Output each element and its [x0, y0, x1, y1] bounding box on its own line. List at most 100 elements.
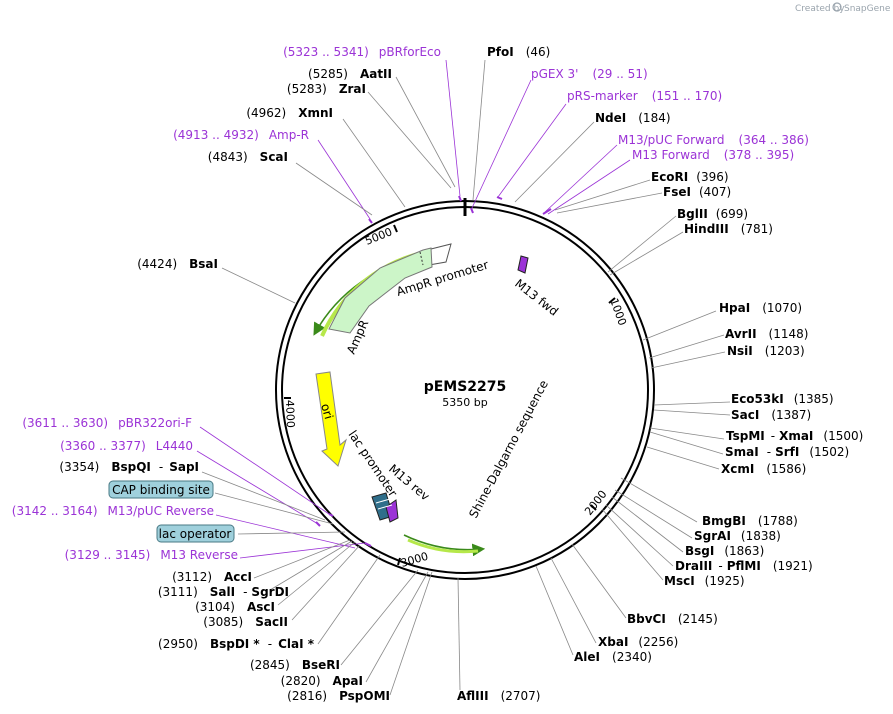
svg-text:BbvCI(2145): BbvCI(2145): [627, 612, 718, 626]
enzyme-AleI: AleI: [574, 650, 600, 664]
ampr-arrow: [328, 247, 433, 334]
primer-M13-Forward: M13 Forward: [632, 148, 710, 162]
svg-text:SmaI-SrfI(1502): SmaI-SrfI(1502): [725, 445, 849, 459]
enzyme-AatII: AatII: [360, 67, 392, 81]
enzyme-TspMI: TspMI: [726, 429, 765, 443]
enzyme-HindIII: HindIII: [684, 222, 729, 236]
svg-text:(5283)ZraI: (5283)ZraI: [287, 82, 366, 96]
enzyme-BsaI: BsaI: [189, 257, 218, 271]
primer-labels-left: (5323 .. 5341)pBRforEco (4913 .. 4932)Am…: [12, 45, 441, 562]
enzyme-DraIII: DraIII: [675, 559, 712, 573]
svg-text:(3111)SalI-SgrDI: (3111)SalI-SgrDI: [158, 585, 289, 599]
primer-pBR322ori-F: pBR322ori-F: [118, 416, 192, 430]
svg-text:FseI(407): FseI(407): [663, 185, 731, 199]
primer-pGEX3: pGEX 3': [531, 67, 578, 81]
primer-M13-Reverse: M13 Reverse: [160, 548, 238, 562]
enzyme-SacII: SacII: [255, 615, 288, 629]
svg-text:Eco53kI(1385): Eco53kI(1385): [731, 392, 834, 406]
svg-text:SacI(1387): SacI(1387): [731, 408, 811, 422]
enzyme-SalI: SalI: [210, 585, 235, 599]
primer-M13-pUC-Reverse: M13/pUC Reverse: [108, 504, 215, 518]
enzyme-AflIII: AflIII: [457, 689, 489, 703]
svg-text:(3142 .. 3164)M13/pUC Reverse: (3142 .. 3164)M13/pUC Reverse: [12, 504, 214, 518]
svg-text:(4962)XmnI: (4962)XmnI: [246, 106, 333, 120]
tick-label-4000: 4000: [283, 400, 297, 428]
svg-text:PfoI(46): PfoI(46): [487, 45, 550, 59]
right-leaders: [457, 59, 731, 691]
svg-text:HindIII(781): HindIII(781): [684, 222, 773, 236]
enzyme-BspQI: BspQI: [111, 460, 151, 474]
primer-Amp-R: Amp-R: [269, 128, 309, 142]
enzyme-BbvCI: BbvCI: [627, 612, 666, 626]
svg-text:(3129 .. 3145)M13 Reverse: (3129 .. 3145)M13 Reverse: [65, 548, 238, 562]
shine-dalgarno-arc: [403, 534, 486, 557]
svg-text:(2816)PspOMI: (2816)PspOMI: [287, 689, 390, 703]
enzyme-MscI: MscI: [664, 574, 695, 588]
svg-text:XcmI(1586): XcmI(1586): [721, 462, 806, 476]
enzyme-BmgBI: BmgBI: [702, 514, 746, 528]
svg-text:XbaI(2256): XbaI(2256): [598, 635, 678, 649]
lac-promoter-label: lac promoter: [346, 428, 401, 500]
primer-M13-pUC-Forward: M13/pUC Forward: [618, 133, 725, 147]
enzyme-AvrII: AvrII: [725, 327, 757, 341]
enzyme-XbaI: XbaI: [598, 635, 628, 649]
brand-name: SnapGene: [844, 4, 891, 14]
plasmid-name: pEMS2275: [424, 379, 507, 395]
svg-text:EcoRI(396): EcoRI(396): [651, 170, 729, 184]
svg-text:(3360 .. 3377)L4440: (3360 .. 3377)L4440: [60, 439, 193, 453]
svg-text:M13 Forward(378 .. 395): M13 Forward(378 .. 395): [632, 148, 794, 162]
enzyme-EcoRI: EcoRI: [651, 170, 688, 184]
svg-text:AleI(2340): AleI(2340): [574, 650, 652, 664]
m13-fwd-label: M13 fwd: [512, 276, 561, 318]
enzyme-ApaI: ApaI: [333, 674, 363, 688]
enzyme-Eco53kI: Eco53kI: [731, 392, 784, 406]
svg-text:M13/pUC Forward(364 .. 386): M13/pUC Forward(364 .. 386): [618, 133, 809, 147]
primer-pBRforEco: pBRforEco: [379, 45, 441, 59]
svg-text:NsiI(1203): NsiI(1203): [727, 344, 805, 358]
primer-ticks: [315, 195, 552, 547]
svg-text:BmgBI(1788): BmgBI(1788): [702, 514, 798, 528]
enzyme-PspOMI: PspOMI: [339, 689, 390, 703]
enzyme-NdeI: NdeI: [595, 111, 626, 125]
svg-text:(5285)AatII: (5285)AatII: [308, 67, 392, 81]
svg-text:DraIII-PflMI(1921): DraIII-PflMI(1921): [675, 559, 813, 573]
enzyme-labels-right: PfoI(46) NdeI(184) EcoRI(396) FseI(407) …: [457, 45, 863, 703]
shine-dalgarno-highlight: [407, 538, 479, 554]
svg-text:MscI(1925): MscI(1925): [664, 574, 745, 588]
svg-text:AvrII(1148): AvrII(1148): [725, 327, 808, 341]
svg-text:(3085)SacII: (3085)SacII: [203, 615, 288, 629]
enzyme-SacI: SacI: [731, 408, 759, 422]
svg-text:BglII(699): BglII(699): [677, 207, 748, 221]
enzyme-BspDI: BspDI *: [210, 637, 260, 651]
enzyme-HpaI: HpaI: [719, 301, 750, 315]
svg-text:(3104)AscI: (3104)AscI: [195, 600, 275, 614]
primer-pRS-marker: pRS-marker: [567, 89, 638, 103]
m13-fwd-marker: [517, 255, 529, 274]
lac-operator-label: lac operator: [159, 527, 232, 541]
lac-operator-box: lac operator: [156, 524, 235, 543]
primer-leaders: [196, 59, 631, 559]
enzyme-XmnI: XmnI: [298, 106, 333, 120]
enzyme-BsgI: BsgI: [685, 544, 714, 558]
svg-text:NdeI(184): NdeI(184): [595, 111, 671, 125]
svg-text:TspMI-XmaI(1500): TspMI-XmaI(1500): [726, 429, 863, 443]
ampr-promoter-arrow: [428, 243, 452, 266]
ori-arrow: [315, 371, 347, 467]
enzyme-XcmI: XcmI: [721, 462, 754, 476]
primer-L4440: L4440: [156, 439, 193, 453]
enzyme-BseRI: BseRI: [302, 658, 340, 672]
enzyme-FseI: FseI: [663, 185, 691, 199]
plasmid-size: 5350 bp: [442, 396, 487, 409]
enzyme-PfoI: PfoI: [487, 45, 514, 59]
cap-binding-site-label: CAP binding site: [112, 483, 210, 497]
enzyme-AccI: AccI: [224, 570, 252, 584]
svg-text:BsgI(1863): BsgI(1863): [685, 544, 764, 558]
brand-prefix: Created by: [795, 4, 845, 14]
svg-text:(4424)BsaI: (4424)BsaI: [137, 257, 218, 271]
enzyme-BglII: BglII: [677, 207, 708, 221]
tick-marks: [284, 224, 616, 566]
enzyme-ZraI: ZraI: [339, 82, 366, 96]
cap-binding-site-box: CAP binding site: [108, 480, 214, 499]
svg-text:(4913 .. 4932)Amp-R: (4913 .. 4932)Amp-R: [173, 128, 309, 142]
